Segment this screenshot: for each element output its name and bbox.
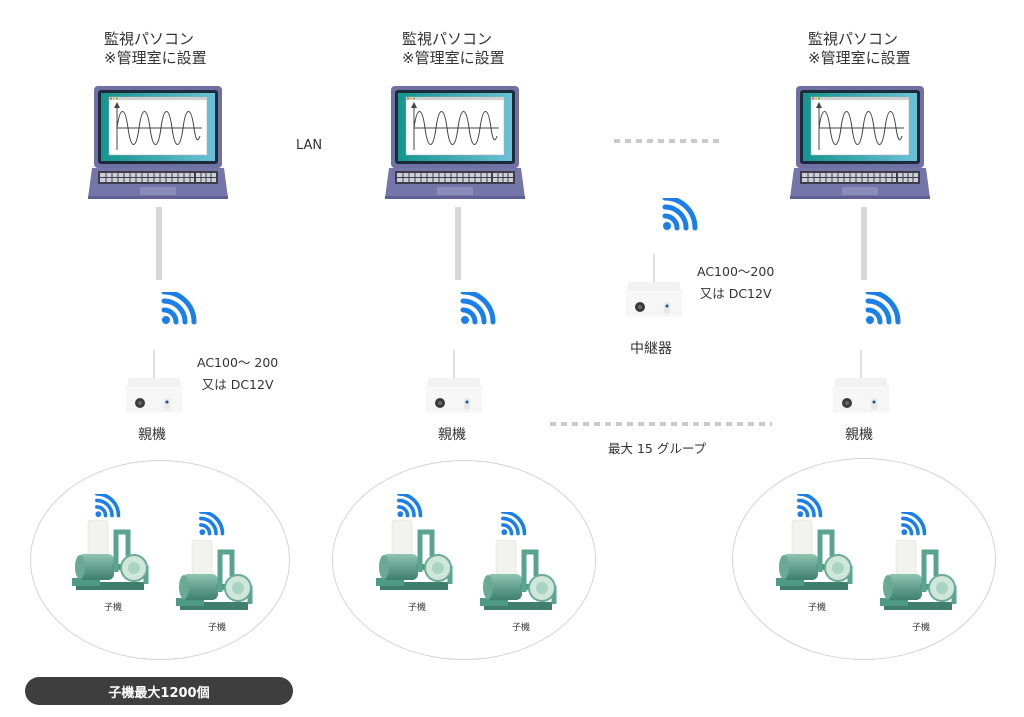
station-title-line2: ※管理室に設置 (808, 49, 911, 67)
parent-unit-icon (833, 350, 889, 413)
child-unit-label: 子機 (808, 603, 827, 613)
wifi-icon (864, 292, 904, 328)
power-spec-repeater: AC100〜200 又は DC12V (697, 261, 774, 305)
parent-unit-label: 親機 (845, 427, 873, 443)
laptop-icon (790, 86, 930, 200)
station-title-line2: ※管理室に設置 (104, 49, 207, 67)
wifi-icon (160, 292, 200, 328)
child-unit-label: 子機 (208, 623, 227, 633)
group-continuation-dots (550, 422, 772, 426)
station-1-title: 監視パソコン ※管理室に設置 (104, 30, 207, 68)
parent-unit-icon (126, 350, 182, 413)
parent-unit-icon (426, 350, 482, 413)
child-group-ellipse (30, 460, 290, 660)
child-group-ellipse (732, 458, 996, 660)
station-title-line1: 監視パソコン (402, 30, 493, 48)
lan-cable (861, 207, 867, 280)
pump-icon (176, 540, 256, 612)
pump-icon (776, 520, 856, 592)
parent-unit-label: 親機 (438, 427, 466, 443)
station-title-line1: 監視パソコン (808, 30, 899, 48)
parent-unit-label: 親機 (138, 427, 166, 443)
lan-cable (455, 207, 461, 280)
child-unit-label: 子機 (408, 603, 427, 613)
lan-cable (156, 207, 162, 280)
wifi-icon (459, 292, 499, 328)
child-max-badge: 子機最大1200個 (25, 677, 293, 705)
power-line1: AC100〜 200 (197, 355, 279, 370)
pump-icon (880, 540, 960, 612)
group-max-label: 最大 15 グループ (608, 441, 707, 456)
power-line2: 又は DC12V (201, 377, 274, 392)
pump-icon (480, 540, 560, 612)
power-line1: AC100〜200 (697, 264, 775, 279)
pump-icon (376, 520, 456, 592)
power-line2: 又は DC12V (699, 286, 772, 301)
station-3-title: 監視パソコン ※管理室に設置 (808, 30, 911, 68)
power-spec-left: AC100〜 200 又は DC12V (197, 352, 278, 396)
child-group-ellipse (332, 460, 596, 660)
station-title-line2: ※管理室に設置 (402, 49, 505, 67)
repeater-icon (626, 254, 682, 317)
laptop-icon (385, 86, 525, 200)
child-unit-label: 子機 (512, 623, 531, 633)
pump-icon (72, 520, 152, 592)
laptop-icon (88, 86, 228, 200)
child-unit-label: 子機 (912, 623, 931, 633)
continuation-dots (614, 139, 722, 143)
lan-label: LAN (296, 138, 323, 153)
repeater-label: 中継器 (630, 341, 672, 357)
station-2-title: 監視パソコン ※管理室に設置 (402, 30, 505, 68)
wifi-icon (661, 198, 701, 234)
station-title-line1: 監視パソコン (104, 30, 195, 48)
child-unit-label: 子機 (104, 603, 123, 613)
